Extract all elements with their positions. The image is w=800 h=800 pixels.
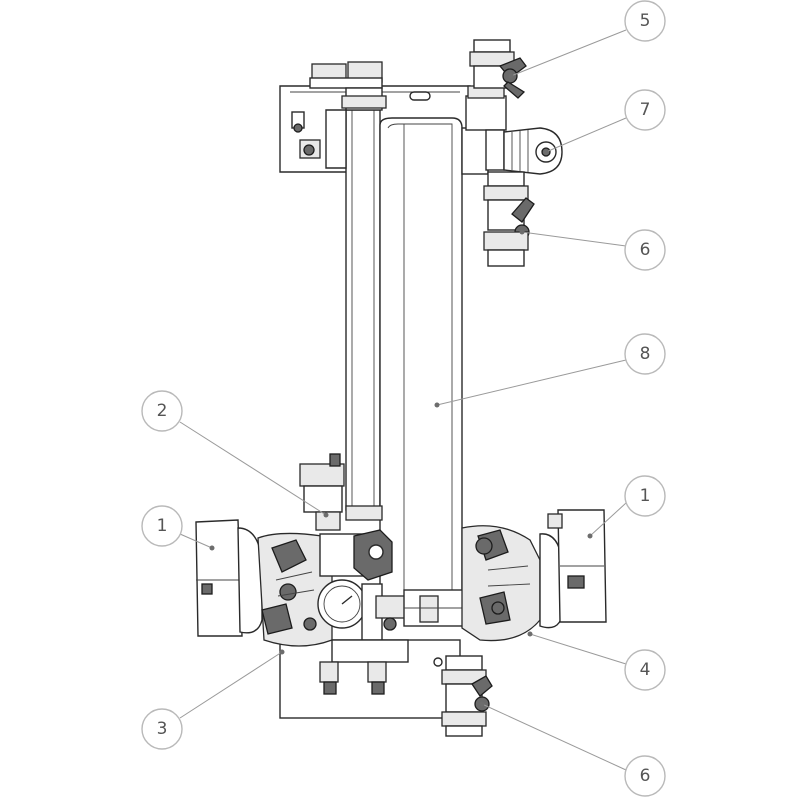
pump-motor-right [539,509,607,629]
air-vent [299,453,383,531]
callout-4-label: 4 [640,660,651,680]
leader-1a [179,533,213,549]
pump-motor-left [195,519,263,637]
leader-8 [436,359,627,406]
leader-3 [179,651,283,719]
callout-6-upper: 6 [624,229,666,271]
callout-4: 4 [624,649,666,691]
leader-5 [510,29,627,77]
temperature-sensor [485,127,563,175]
callout-bubbles: 5 7 6 8 2 1 1 4 [141,0,666,797]
callout-3: 3 [141,708,183,750]
leader-7 [545,117,627,153]
callout-1-right-label: 1 [640,486,651,506]
callout-2: 2 [141,390,183,432]
callout-8: 8 [624,333,666,375]
assembly-drawing [195,39,607,737]
leader-6a [521,231,627,247]
ball-valve-middle [483,171,535,267]
callout-6-lower-label: 6 [640,766,651,786]
leader-lines [179,29,627,771]
callout-5-label: 5 [640,11,651,31]
callout-5: 5 [624,0,666,42]
callout-1-right: 1 [624,475,666,517]
ball-valve-bottom [441,655,493,737]
callout-2-label: 2 [157,401,168,421]
leader-6b [481,703,627,771]
leader-2 [179,421,327,516]
vertical-pipe-left [345,109,381,511]
callout-6-upper-label: 6 [640,240,651,260]
callout-1-left: 1 [141,505,183,547]
pump-body-left [257,532,333,647]
bottom-manifold [403,589,471,627]
callout-1-left-label: 1 [157,516,168,536]
callout-7-label: 7 [640,100,651,120]
top-left-fittings [309,61,387,169]
callout-8-label: 8 [640,344,651,364]
callout-3-label: 3 [157,719,168,739]
plate-heat-exchanger [379,117,463,609]
leader-4 [529,633,627,665]
callout-6-lower: 6 [624,755,666,797]
mixing-valve [353,529,393,581]
callout-7: 7 [624,89,666,131]
top-right-manifold [461,85,507,175]
leader-1b [589,502,627,537]
pump-body-right [461,525,541,642]
